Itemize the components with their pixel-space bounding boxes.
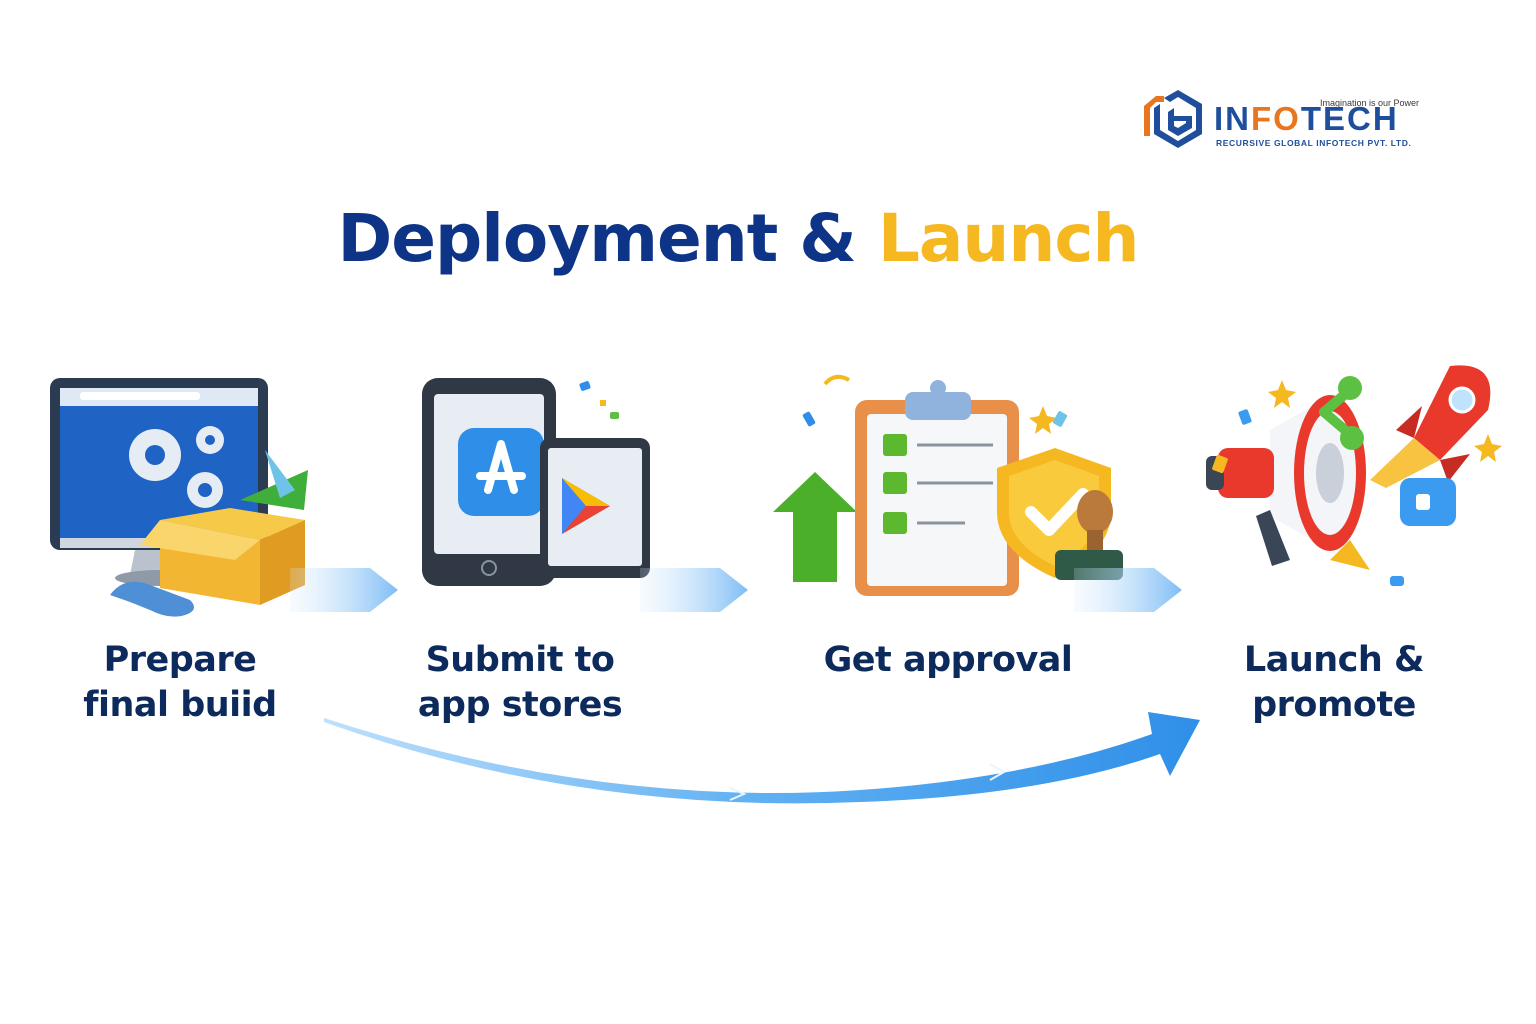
logo-mark-icon — [1144, 90, 1202, 148]
logo-wordmark: INFOTECH — [1214, 100, 1399, 137]
step-label-line: Get approval — [823, 640, 1073, 680]
title-accent: Launch — [877, 200, 1140, 277]
flow-arrow — [324, 712, 1200, 804]
page-title: Deployment & Launch — [0, 206, 1476, 272]
step-label-launch: Launch & promote — [1212, 638, 1456, 728]
step-label-submit: Submit to app stores — [400, 638, 640, 728]
step-chevron — [1074, 568, 1182, 612]
step-label-line: app stores — [417, 685, 623, 725]
step-chevron — [640, 568, 748, 612]
company-logo: Imagination is our Power INFOTECH RECURS… — [1140, 86, 1440, 156]
step-label-line: Launch & — [1243, 640, 1425, 680]
step-label-line: Submit to — [425, 640, 615, 680]
step-label-line: final buiid — [83, 685, 277, 725]
logo-tagline: Imagination is our Power — [1320, 98, 1420, 108]
step-label-prepare: Prepare final buiid — [60, 638, 300, 728]
title-primary: Deployment & — [337, 200, 856, 277]
step-label-line: promote — [1252, 685, 1416, 725]
approval-clipboard-icon — [765, 372, 1125, 602]
step-chevron — [290, 568, 398, 612]
step-label-approval: Get approval — [808, 638, 1088, 683]
app-store-phone-icon — [410, 372, 660, 592]
megaphone-rocket-icon — [1200, 360, 1510, 620]
step-label-line: Prepare — [103, 640, 257, 680]
logo-company-name: RECURSIVE GLOBAL INFOTECH PVT. LTD. — [1216, 138, 1412, 148]
